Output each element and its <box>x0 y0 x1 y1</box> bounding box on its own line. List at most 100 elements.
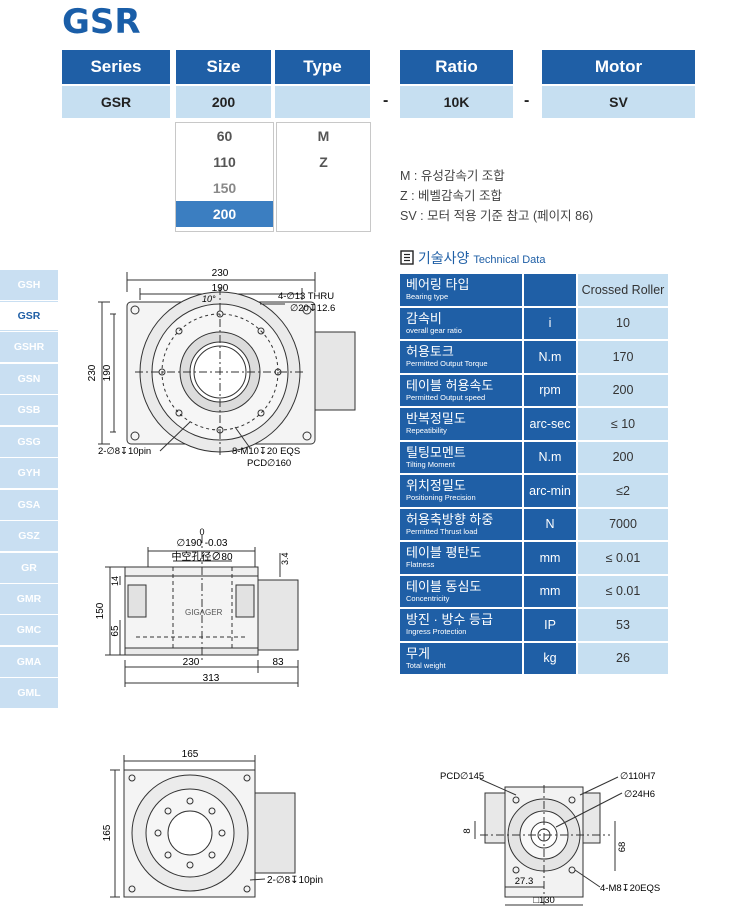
page-title: GSR <box>62 2 141 42</box>
sidebar-item-gsh[interactable]: GSH <box>0 270 58 300</box>
dim-counterbore: ∅20↧12.6 <box>290 303 335 314</box>
legend-item: Z : 베벨감속기 조합 <box>400 189 503 203</box>
side-view-drawing: 0 ∅190 -0.03 中空孔径∅80 3.4 14 150 65 230 8… <box>95 527 299 687</box>
top-view-drawing: 230 190 230 190 10° 4-∅13 THRU ∅20↧12.6 … <box>87 268 356 469</box>
spec-value: 200 <box>578 441 668 473</box>
spec-value: 200 <box>578 374 668 406</box>
spec-unit: N <box>524 508 576 540</box>
spec-value: ≤2 <box>578 475 668 507</box>
document-icon <box>400 250 414 265</box>
dim-68: 68 <box>617 842 628 853</box>
dim-pin: 2-∅8↧10pin <box>98 446 151 457</box>
motor-value[interactable]: SV <box>542 86 695 118</box>
sidebar-item-gsa[interactable]: GSA <box>0 490 58 520</box>
sidebar-item-gsr[interactable]: GSR <box>0 301 58 331</box>
sidebar-item-gsn[interactable]: GSN <box>0 364 58 394</box>
series-header: Series <box>62 50 170 84</box>
sidebar-item-gmr[interactable]: GMR <box>0 584 58 614</box>
dim-313: 313 <box>203 673 220 684</box>
dim-110h7: ∅110H7 <box>620 771 656 782</box>
bottom-view-drawing: 165 165 2-∅8↧10pin <box>102 749 323 898</box>
dim-pcd: PCD∅160 <box>247 458 291 469</box>
sidebar-item-gshr[interactable]: GSHR <box>0 332 58 362</box>
spec-value: 53 <box>578 609 668 641</box>
dim-bore: 中空孔径∅80 <box>171 550 233 563</box>
spec-unit: N.m <box>524 341 576 373</box>
tech-title: 기술사양 Technical Data <box>400 248 545 268</box>
sidebar-item-gma[interactable]: GMA <box>0 647 58 677</box>
sidebar-item-gsz[interactable]: GSZ <box>0 521 58 551</box>
dim-230: 230 <box>183 657 200 668</box>
spec-value: ≤ 0.01 <box>578 575 668 607</box>
dim-130: □130 <box>533 895 555 906</box>
spec-unit <box>524 274 576 306</box>
sidebar-item-gsb[interactable]: GSB <box>0 395 58 425</box>
dim-width: 230 <box>212 268 229 279</box>
series-value: GSR <box>62 86 170 118</box>
size-option-selected[interactable]: 200 <box>176 201 273 227</box>
size-option[interactable]: 110 <box>213 154 236 170</box>
dim-24h6: ∅24H6 <box>624 789 655 800</box>
spec-value: 7000 <box>578 508 668 540</box>
spec-value: 170 <box>578 341 668 373</box>
legend-item: M : 유성감속기 조합 <box>400 169 505 183</box>
dim-height: 230 <box>87 364 98 381</box>
dim-14: 14 <box>110 576 120 586</box>
sidebar-item-gmc[interactable]: GMC <box>0 615 58 645</box>
dim-pin: 2-∅8↧10pin <box>267 875 323 886</box>
legend-item: SV : 모터 적용 기준 참고 (페이지 86) <box>400 209 594 223</box>
dim-zero: 0 <box>199 527 204 537</box>
dim-height-inner: 190 <box>102 364 113 381</box>
dim-pcd: PCD∅145 <box>440 771 484 782</box>
separator-dash: - <box>524 92 530 109</box>
spec-unit: IP <box>524 609 576 641</box>
ratio-value[interactable]: 10K <box>400 86 513 118</box>
dim-angle: 10° <box>202 294 216 304</box>
type-option[interactable]: Z <box>319 154 328 170</box>
spec-unit: N.m <box>524 441 576 473</box>
type-options: M Z <box>276 122 371 232</box>
dim-65: 65 <box>110 625 121 637</box>
type-value[interactable] <box>275 86 370 118</box>
dim-3-4: 3.4 <box>280 552 290 565</box>
size-option[interactable]: 150 <box>212 180 237 196</box>
size-value[interactable]: 200 <box>176 86 271 118</box>
sidebar-item-gsg[interactable]: GSG <box>0 427 58 457</box>
dim-83: 83 <box>272 657 284 668</box>
sidebar-item-gr[interactable]: GR <box>0 553 58 583</box>
sidebar-item-gyh[interactable]: GYH <box>0 458 58 488</box>
sidebar-item-gml[interactable]: GML <box>0 678 58 708</box>
spec-unit: i <box>524 307 576 339</box>
spec-value: Crossed Roller <box>578 274 668 306</box>
spec-unit: rpm <box>524 374 576 406</box>
dim-165-width: 165 <box>182 749 199 760</box>
separator-dash: - <box>383 92 389 109</box>
spec-unit: mm <box>524 575 576 607</box>
size-option[interactable]: 60 <box>216 128 233 144</box>
spec-value: 26 <box>578 642 668 674</box>
type-option[interactable]: M <box>317 128 330 144</box>
